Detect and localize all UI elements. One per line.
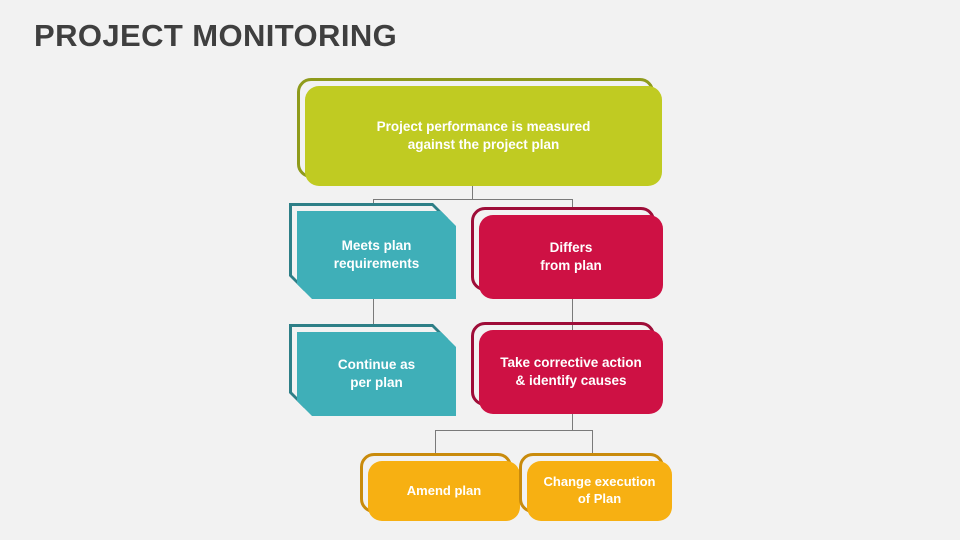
- node-body: Meets plan requirements: [297, 211, 456, 299]
- node-meets-plan-requirements[interactable]: Meets plan requirements: [289, 203, 456, 299]
- node-amend-plan[interactable]: Amend plan: [360, 453, 520, 521]
- node-body: Differs from plan: [479, 215, 663, 299]
- node-label: Meets plan requirements: [333, 238, 420, 271]
- node-continue-as-per-plan[interactable]: Continue as per plan: [289, 324, 456, 416]
- node-differs-from-plan[interactable]: Differs from plan: [471, 207, 663, 299]
- node-body: Continue as per plan: [297, 332, 456, 416]
- node-body: Project performance is measured against …: [305, 86, 662, 186]
- node-label: Continue as per plan: [337, 357, 416, 390]
- node-body: Amend plan: [368, 461, 520, 521]
- node-label: Amend plan: [406, 482, 482, 498]
- page-title: PROJECT MONITORING: [34, 18, 398, 53]
- node-label: Take corrective action & identify causes: [500, 355, 642, 388]
- connector-level3-bar: [435, 430, 593, 431]
- node-label: Change execution of Plan: [543, 474, 656, 506]
- node-project-performance[interactable]: Project performance is measured against …: [297, 78, 662, 186]
- connector-measure-down: [472, 186, 473, 200]
- connector-differs-to-corrective: [572, 291, 573, 331]
- node-label: Project performance is measured against …: [376, 119, 591, 152]
- node-body: Take corrective action & identify causes: [479, 330, 663, 414]
- connector-to-differs: [572, 199, 573, 210]
- node-label: Differs from plan: [540, 240, 602, 273]
- node-take-corrective-action[interactable]: Take corrective action & identify causes: [471, 322, 663, 414]
- connector-level1-bar: [373, 199, 573, 200]
- connector-to-amend: [435, 430, 436, 456]
- connector-corrective-down: [572, 406, 573, 431]
- connector-meets-to-continue: [373, 291, 374, 333]
- node-change-execution-of-plan[interactable]: Change execution of Plan: [519, 453, 672, 521]
- connector-to-change: [592, 430, 593, 456]
- node-body: Change execution of Plan: [527, 461, 672, 521]
